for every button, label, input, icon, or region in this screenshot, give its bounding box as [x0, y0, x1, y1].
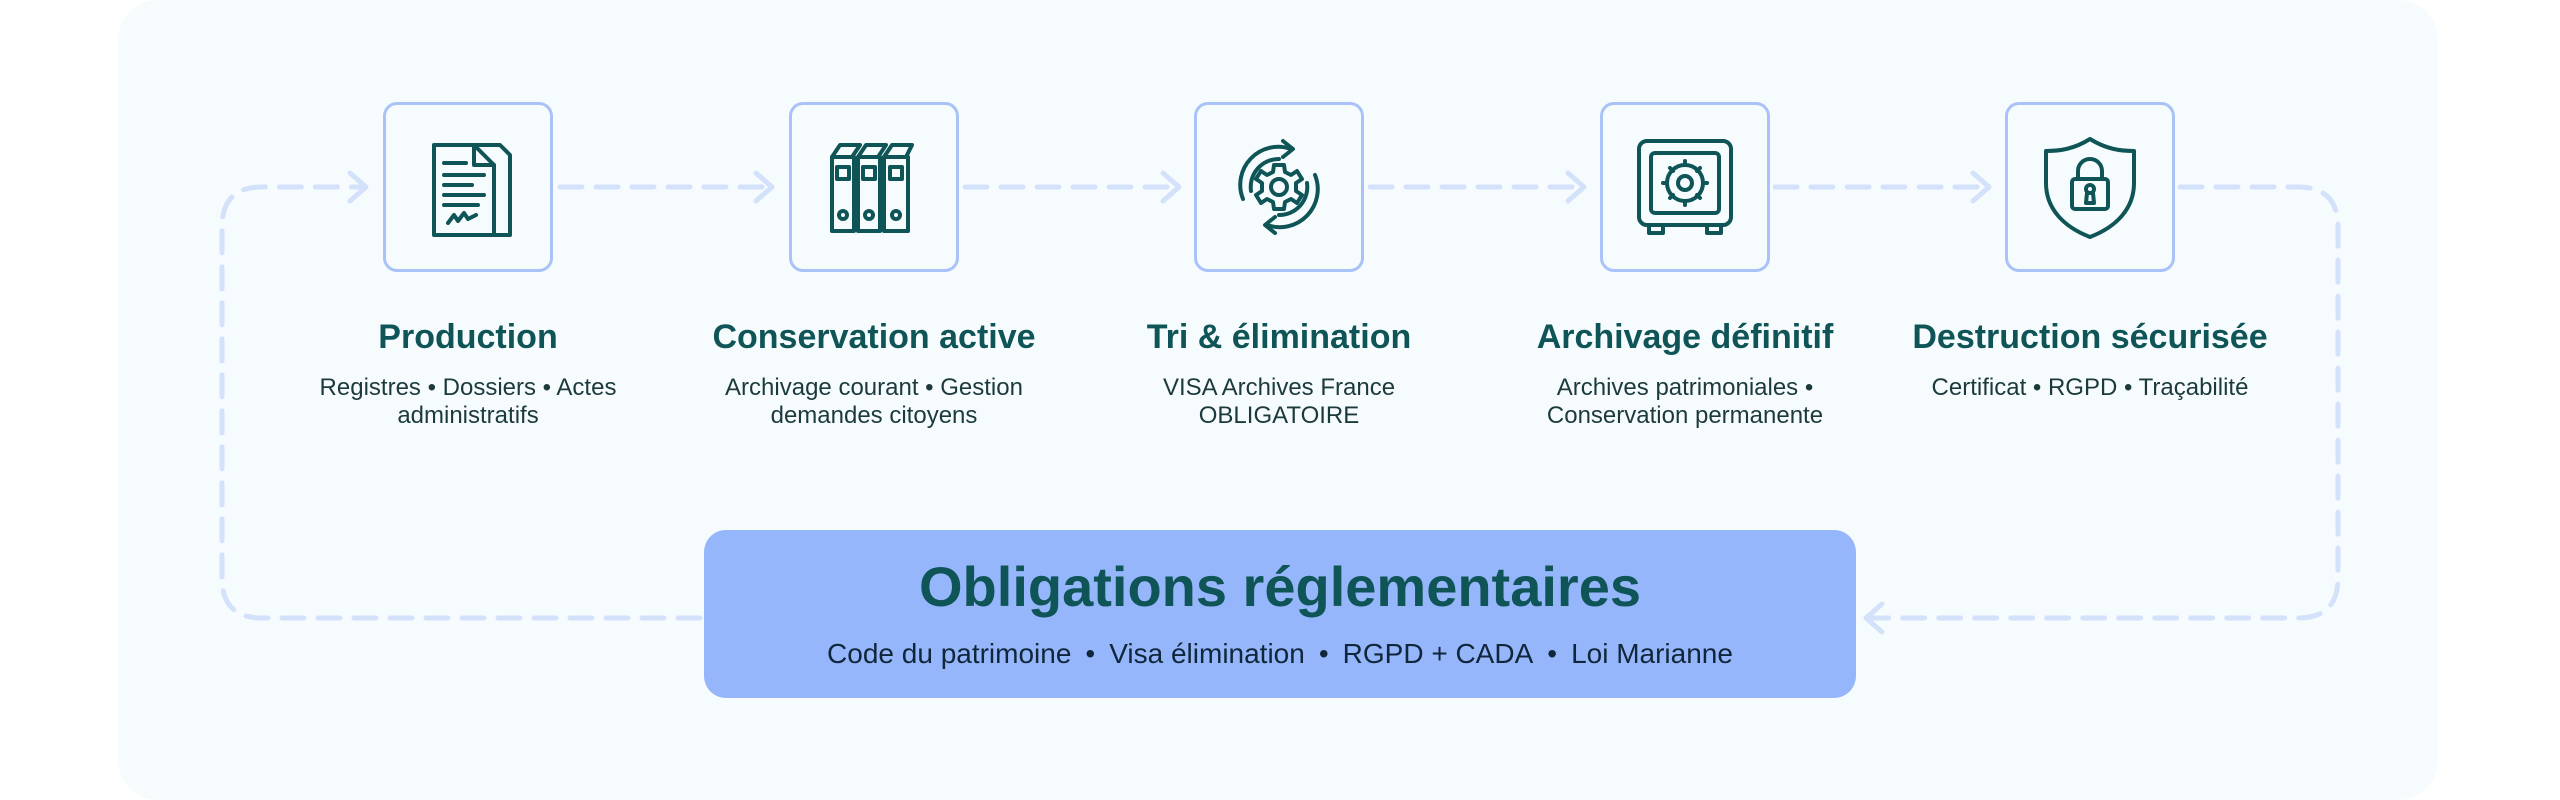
- step-3-icon-box: [1194, 102, 1364, 272]
- step-2-description: Archivage courant • Gestion demandes cit…: [699, 374, 1049, 430]
- arrowhead-5: [1970, 170, 1992, 204]
- arrowhead-banner: [1863, 601, 1885, 635]
- loop-arrow-right: [1867, 184, 2341, 621]
- step-4-desc-line1: Archives patrimoniales •: [1556, 374, 1814, 401]
- arrowhead-1: [347, 170, 369, 204]
- step-2-desc-line2: demandes citoyens: [770, 402, 978, 429]
- loop-arrow-left: [219, 184, 703, 621]
- step-3-description: VISA Archives France OBLIGATOIRE: [1104, 374, 1454, 430]
- arrowhead-4: [1565, 170, 1587, 204]
- regulations-banner: Obligations réglementaires Code du patri…: [704, 530, 1856, 698]
- step-1-desc-line1: Registres • Dossiers • Actes: [319, 374, 617, 401]
- arrowhead-3: [1160, 170, 1182, 204]
- banner-items: Code du patrimoine • Visa élimination • RGPD…: [704, 638, 1856, 670]
- binders-icon: [830, 143, 914, 233]
- gear-cycle-icon: [1238, 139, 1320, 235]
- shield-lock-icon: [2044, 137, 2136, 239]
- banner-item-3: RGPD + CADA: [1342, 638, 1534, 669]
- step-5-title: Destruction sécurisée: [1912, 318, 2268, 356]
- banner-item-2: Visa élimination: [1109, 638, 1305, 669]
- step-2-desc-line1: Archivage courant • Gestion: [725, 374, 1023, 401]
- banner-separator-2: •: [1318, 638, 1329, 669]
- step-5-icon-box: [2005, 102, 2175, 272]
- step-5-desc-line1: Certificat • RGPD • Traçabilité: [1931, 374, 2249, 401]
- step-5-description: Certificat • RGPD • Traçabilité: [1915, 374, 2265, 402]
- step-4-desc-line2: Conservation permanente: [1546, 402, 1824, 429]
- step-3-desc-line2: OBLIGATOIRE: [1198, 402, 1360, 429]
- step-3-desc-line1: VISA Archives France: [1162, 374, 1396, 401]
- step-4-icon-box: [1600, 102, 1770, 272]
- step-1-description: Registres • Dossiers • Actes administrat…: [293, 374, 643, 430]
- document-icon: [432, 143, 512, 237]
- banner-title: Obligations réglementaires: [919, 555, 1641, 618]
- step-1-title: Production: [378, 318, 558, 356]
- step-1-desc-line2: administratifs: [397, 402, 539, 429]
- step-4-title: Archivage définitif: [1536, 318, 1834, 356]
- arrowhead-2: [753, 170, 775, 204]
- step-2-title: Conservation active: [712, 318, 1036, 356]
- banner-separator-3: •: [1547, 638, 1558, 669]
- step-4-description: Archives patrimoniales • Conservation pe…: [1510, 374, 1860, 430]
- banner-item-1: Code du patrimoine: [827, 638, 1072, 669]
- banner-separator-1: •: [1085, 638, 1096, 669]
- step-3-title: Tri & élimination: [1146, 318, 1412, 356]
- step-2-icon-box: [789, 102, 959, 272]
- banner-item-4: Loi Marianne: [1571, 638, 1733, 669]
- step-1-icon-box: [383, 102, 553, 272]
- safe-icon: [1637, 139, 1733, 235]
